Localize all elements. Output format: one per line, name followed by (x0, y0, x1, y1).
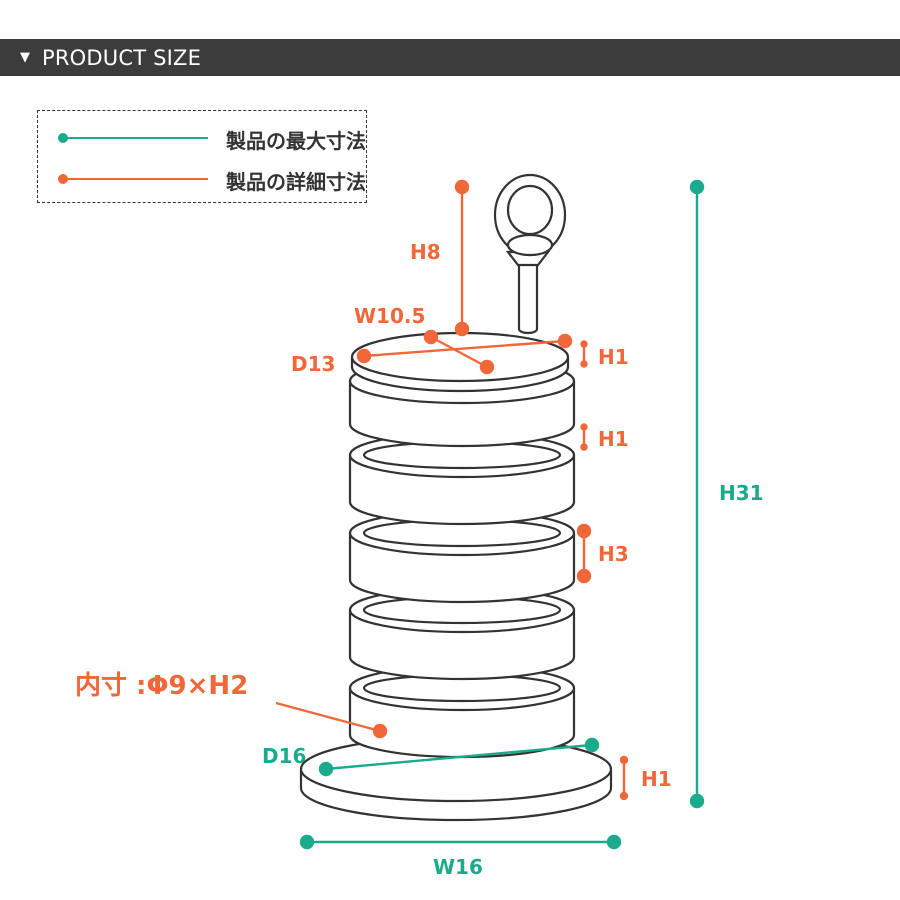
legend-item-max: 製品の最大寸法 (38, 125, 368, 153)
inner-leader-line (275, 701, 381, 733)
h1-lid-dot-bottom (580, 360, 588, 368)
legend-label-detail: 製品の詳細寸法 (226, 170, 366, 194)
h31-dot-bottom (689, 793, 705, 809)
lid-top (350, 331, 570, 383)
w10-5-label: W10.5 (354, 304, 425, 328)
inner-leader-dot (372, 723, 388, 739)
handle-ring-hole (506, 184, 554, 236)
w16-dot-end (606, 834, 622, 850)
w16-label: W16 (433, 855, 483, 879)
h3-dot-top (576, 523, 592, 539)
triangle-down-icon: ▼ (20, 50, 30, 65)
w10-5-dot-end (479, 359, 495, 375)
h1-base-dot-top (619, 755, 629, 765)
legend-label-max: 製品の最大寸法 (226, 129, 366, 153)
handle-stem (517, 260, 539, 335)
h1-base-label: H1 (641, 767, 672, 791)
legend: 製品の最大寸法 製品の詳細寸法 (37, 110, 367, 203)
h3-label: H3 (598, 542, 629, 566)
h8-dot-bottom (454, 321, 470, 337)
h1-lid-label: H1 (598, 345, 629, 369)
h31-dot-top (689, 179, 705, 195)
d16-dot-start (318, 761, 334, 777)
d13-dot-end (557, 333, 573, 349)
h1-lid-dot-top (580, 340, 588, 348)
section-title: PRODUCT SIZE (42, 45, 202, 70)
w10-5-line (430, 335, 488, 369)
legend-dot-max (58, 133, 68, 143)
d13-dot-start (356, 348, 372, 364)
legend-item-detail: 製品の詳細寸法 (38, 166, 368, 194)
h3-dot-bottom (576, 568, 592, 584)
inner-size-label: 内寸 :Φ9×H2 (75, 671, 248, 701)
h1-gap-dot-top (580, 423, 588, 431)
h1-gap-dot-bottom (580, 443, 588, 451)
w16-dot-start (299, 834, 315, 850)
w10-5-dot-start (423, 329, 439, 345)
d16-line (325, 743, 593, 771)
legend-line-max (63, 137, 208, 139)
handle-collar (506, 233, 554, 257)
h1-base-dot-bottom (619, 791, 629, 801)
d13-label: D13 (291, 352, 335, 376)
d13-line (363, 339, 566, 358)
legend-dot-detail (58, 174, 68, 184)
h31-label: H31 (719, 481, 764, 505)
h8-label: H8 (410, 240, 441, 264)
h8-dot-top (454, 179, 470, 195)
d16-label: D16 (262, 744, 306, 768)
h1-gap-label: H1 (598, 427, 629, 451)
d16-dot-end (584, 737, 600, 753)
section-header: ▼ PRODUCT SIZE (0, 39, 900, 76)
legend-line-detail (63, 178, 208, 180)
